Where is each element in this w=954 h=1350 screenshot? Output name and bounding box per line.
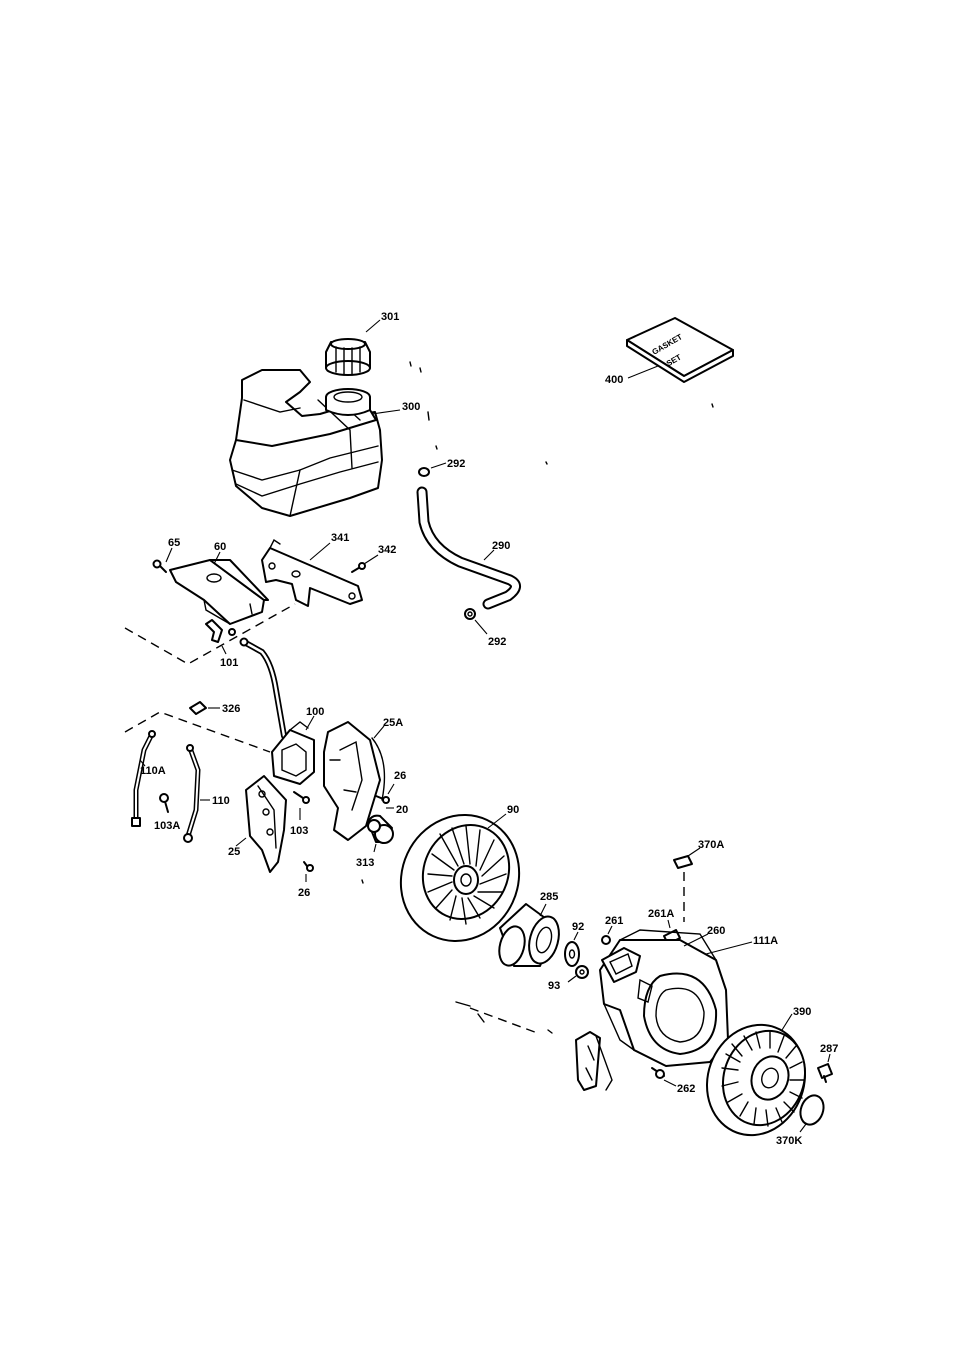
- label-285: 285: [540, 891, 558, 903]
- label-90: 90: [507, 804, 519, 816]
- label-103A: 103A: [154, 820, 180, 832]
- label-290: 290: [492, 540, 510, 552]
- label-100: 100: [306, 706, 324, 718]
- label-313: 313: [356, 857, 374, 869]
- tank-bracket-341: [262, 540, 362, 606]
- screw-287: [818, 1064, 832, 1082]
- label-25: 25: [228, 846, 240, 858]
- spacer-313: [368, 816, 393, 843]
- label-301: 301: [381, 311, 399, 323]
- label-370A: 370A: [698, 839, 724, 851]
- label-101: 101: [220, 657, 238, 669]
- label-262: 262: [677, 1083, 695, 1095]
- label-20: 20: [396, 804, 408, 816]
- label-110: 110: [212, 795, 230, 807]
- housing-bracket: [576, 1032, 612, 1090]
- label-92: 92: [572, 921, 584, 933]
- fuel-tank-300: [230, 370, 382, 516]
- tank-bracket-60: [170, 560, 268, 624]
- label-300: 300: [402, 401, 420, 413]
- wire-fragment: [456, 1002, 552, 1034]
- label-292-top: 292: [447, 458, 465, 470]
- label-60: 60: [214, 541, 226, 553]
- hose-clamp-292-bottom: [465, 609, 475, 619]
- coil-bracket-25: [246, 776, 286, 872]
- screw-261: [602, 936, 610, 944]
- hose-clamp-292-top: [419, 468, 429, 476]
- ground-wire-110A: [132, 731, 155, 826]
- screw-342: [352, 563, 365, 572]
- label-110A: 110A: [140, 765, 166, 777]
- label-342: 342: [378, 544, 396, 556]
- screw-103A: [160, 794, 168, 812]
- label-292-bottom: 292: [488, 636, 506, 648]
- screw-262: [652, 1068, 664, 1078]
- label-341: 341: [331, 532, 349, 544]
- ignition-coil-100: [272, 722, 314, 784]
- screw-26-lower: [304, 862, 313, 871]
- label-261: 261: [605, 915, 623, 927]
- nut-93: [576, 966, 588, 978]
- label-390: 390: [793, 1006, 811, 1018]
- label-26-upper: 26: [394, 770, 406, 782]
- label-93: 93: [548, 980, 560, 992]
- blower-housing-260: [600, 930, 728, 1066]
- label-326: 326: [222, 703, 240, 715]
- label-103: 103: [290, 825, 308, 837]
- label-400: 400: [605, 374, 623, 386]
- label-261A: 261A: [648, 908, 674, 920]
- label-111A: 111A: [753, 935, 778, 947]
- screw-65: [154, 561, 167, 573]
- fuel-cap-301: [326, 339, 370, 375]
- ignition-wire: [241, 639, 285, 737]
- washer-92: [565, 942, 579, 966]
- part-326: [190, 702, 206, 714]
- label-26-lower: 26: [298, 887, 310, 899]
- label-287: 287: [820, 1043, 838, 1055]
- label-65: 65: [168, 537, 180, 549]
- screw-103: [294, 792, 309, 803]
- decal-370A: [674, 856, 692, 922]
- label-25A: 25A: [383, 717, 403, 729]
- wire-110: [184, 745, 198, 842]
- label-260: 260: [707, 925, 725, 937]
- label-370K: 370K: [776, 1135, 802, 1147]
